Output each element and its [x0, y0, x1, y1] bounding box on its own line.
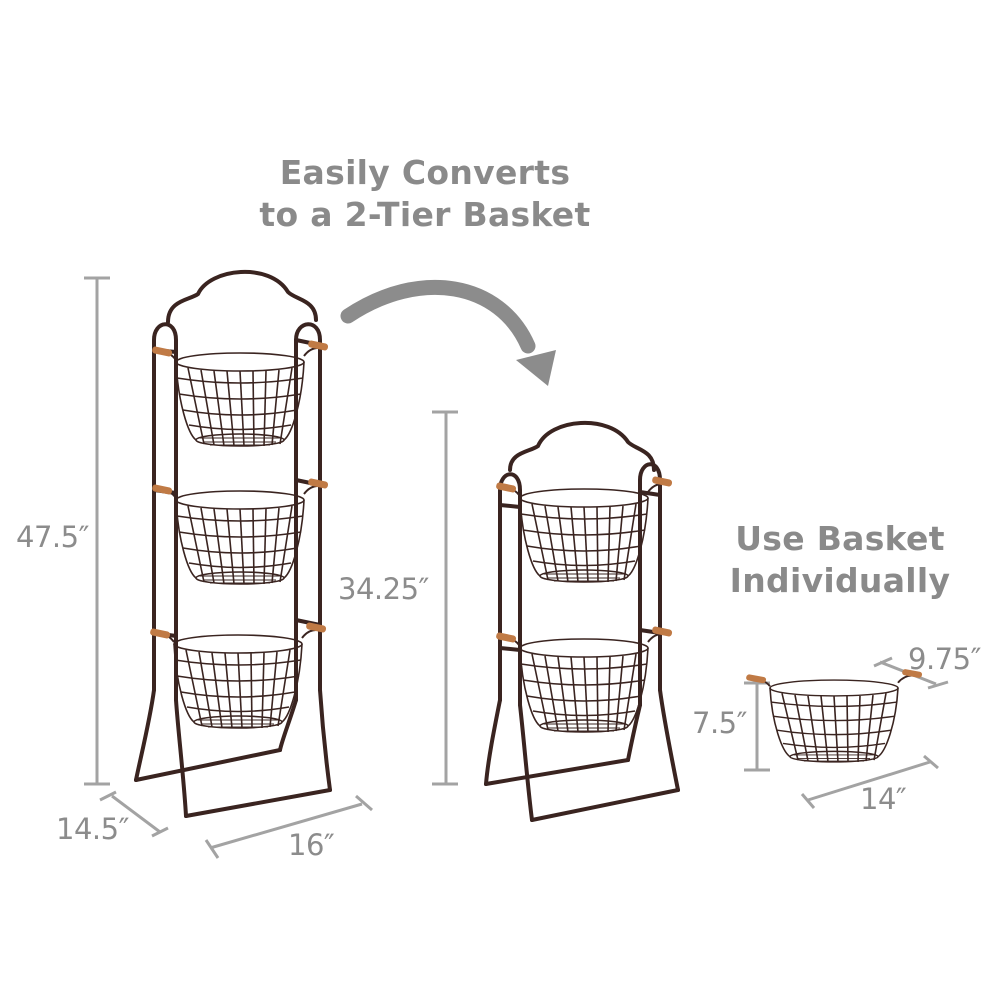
- single-basket-illustration: [744, 667, 924, 763]
- headline-convert: Easily Converts to a 2-Tier Basket: [240, 152, 610, 236]
- dim-3tier-width: 16″: [288, 828, 335, 862]
- curved-arrow-icon: [340, 280, 556, 386]
- headline-line-1: Easily Converts: [279, 153, 571, 192]
- three-tier-stand-illustration: [134, 270, 332, 818]
- dim-3tier-height: 47.5″: [16, 520, 89, 554]
- headline-line-2: to a 2-Tier Basket: [259, 195, 591, 234]
- dim-3tier-depth: 14.5″: [56, 812, 129, 846]
- caption-line-2: Individually: [729, 561, 951, 600]
- caption-line-1: Use Basket: [735, 519, 945, 558]
- caption-use-individually: Use Basket Individually: [720, 518, 960, 602]
- dim-basket-depth: 9.75″: [908, 642, 981, 676]
- dim-2tier-height: 34.25″: [338, 572, 429, 606]
- dimension-lines: [84, 276, 949, 859]
- dim-basket-height: 7.5″: [692, 706, 747, 740]
- dim-basket-width: 14″: [860, 782, 907, 816]
- two-tier-stand-illustration: [484, 421, 680, 822]
